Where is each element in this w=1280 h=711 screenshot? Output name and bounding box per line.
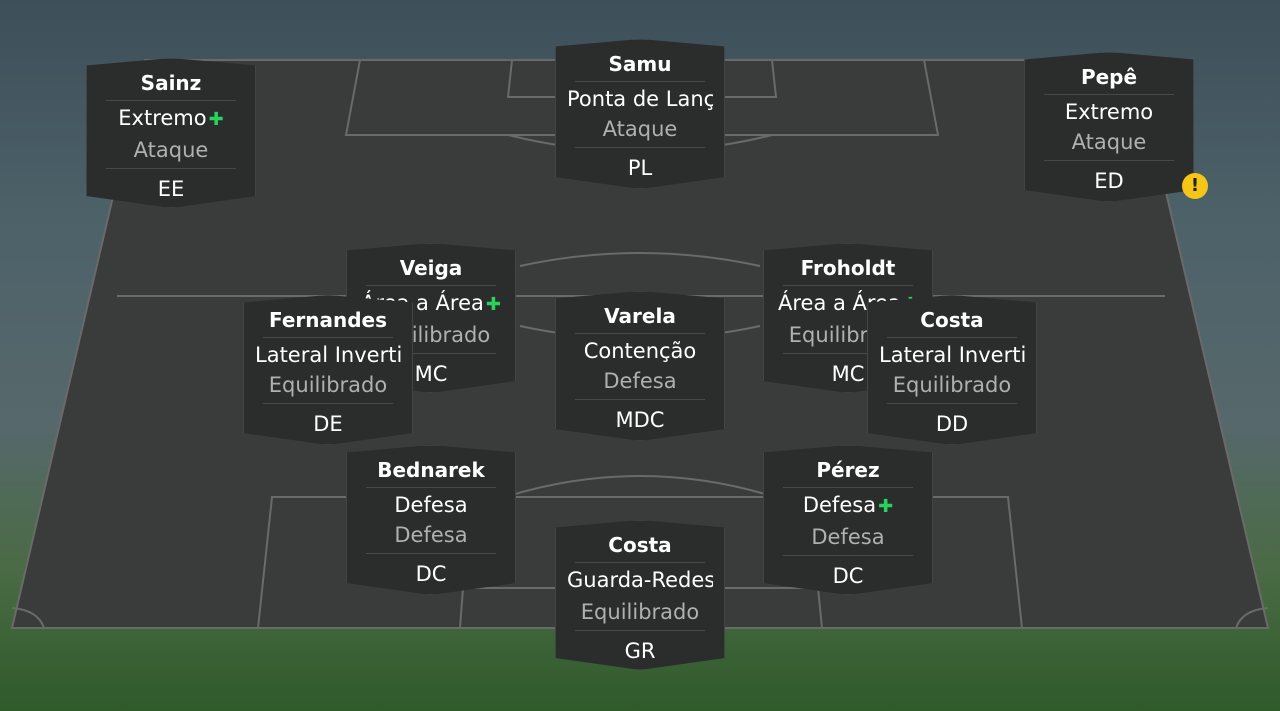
player-card-samu[interactable]: Samu Ponta de Lanç Ataque PL [555, 39, 725, 189]
player-role: Defesa✚ [775, 491, 921, 521]
player-duty: Defesa [603, 369, 677, 393]
role-text: Guarda-Redes Líbero [567, 568, 713, 592]
player-duty: Defesa [394, 523, 468, 547]
player-duty: Equilibrado [892, 373, 1012, 397]
role-text: Extremo [118, 106, 207, 130]
player-name: Samu [608, 52, 672, 76]
player-position: DE [313, 412, 343, 436]
plus-icon: ✚ [878, 496, 894, 517]
player-role: Contenção [567, 337, 713, 365]
divider [263, 403, 393, 404]
player-position: ED [1094, 169, 1124, 193]
player-duty: Equilibrado [268, 373, 388, 397]
plus-icon: ✚ [208, 109, 224, 130]
player-card-varela[interactable]: Varela Contenção Defesa MDC [555, 291, 725, 441]
player-card-veiga[interactable]: Veiga Área a Área✚ Equilibrado MC [346, 243, 516, 393]
player-name: Varela [604, 304, 676, 328]
player-role: Lateral Invertido [879, 341, 1025, 369]
divider [887, 337, 1017, 338]
player-role: Lateral Invertido [255, 341, 401, 369]
player-duty: Ataque [133, 138, 209, 162]
divider [783, 353, 913, 354]
divider [783, 285, 913, 286]
player-position: PL [627, 156, 653, 180]
player-position: MC [831, 362, 865, 386]
role-text: Defesa [802, 493, 877, 517]
player-card-sainz[interactable]: Sainz Extremo✚ Ataque EE [86, 58, 256, 208]
player-name: Pérez [816, 458, 880, 482]
player-position: GR [624, 639, 656, 663]
player-name: Sainz [140, 71, 202, 95]
divider [575, 147, 705, 148]
player-position: MDC [615, 408, 665, 432]
divider [575, 81, 705, 82]
player-card-pepe[interactable]: Pepê Extremo Ataque ED [1024, 52, 1194, 202]
player-name: Costa [920, 308, 984, 332]
player-duty: Ataque [1071, 130, 1147, 154]
player-name: Bednarek [377, 458, 485, 482]
player-position: DD [935, 412, 969, 436]
divider [783, 487, 913, 488]
player-role: Ponta de Lanç [567, 85, 713, 113]
warning-icon[interactable]: ! [1182, 173, 1208, 199]
player-position: EE [157, 177, 185, 201]
player-position: DC [832, 564, 864, 588]
divider [1044, 160, 1174, 161]
player-position: MC [414, 362, 448, 386]
player-name: Fernandes [268, 308, 388, 332]
role-text: Lateral Invertido [255, 343, 401, 367]
player-name: Veiga [399, 256, 463, 280]
player-name: Froholdt [800, 256, 896, 280]
divider [575, 333, 705, 334]
player-duty: Defesa [811, 525, 885, 549]
player-role: Extremo [1036, 98, 1182, 126]
divider [106, 168, 236, 169]
role-text: Defesa [394, 493, 468, 517]
divider [366, 353, 496, 354]
player-duty: Equilibrado [580, 600, 700, 624]
player-role: Guarda-Redes Líbero✚ [567, 566, 713, 596]
divider [366, 285, 496, 286]
divider [575, 399, 705, 400]
player-duty: Ataque [602, 117, 678, 141]
divider [887, 403, 1017, 404]
player-card-perez[interactable]: Pérez Defesa✚ Defesa DC [763, 445, 933, 595]
role-text: Ponta de Lanç [567, 87, 713, 111]
divider [366, 553, 496, 554]
divider [366, 487, 496, 488]
player-name: Costa [608, 533, 672, 557]
player-card-costa-right[interactable]: Costa Lateral Invertido Equilibrado DD [867, 295, 1037, 445]
divider [783, 555, 913, 556]
divider [575, 562, 705, 563]
role-text: Extremo [1064, 100, 1154, 124]
divider [106, 100, 236, 101]
player-name: Pepê [1080, 65, 1138, 89]
divider [575, 630, 705, 631]
plus-icon: ✚ [485, 294, 501, 315]
player-card-costa-gk[interactable]: Costa Guarda-Redes Líbero✚ Equilibrado G… [555, 520, 725, 670]
player-role: Defesa [358, 491, 504, 519]
player-card-bednarek[interactable]: Bednarek Defesa Defesa DC [346, 445, 516, 595]
divider [1044, 94, 1174, 95]
divider [263, 337, 393, 338]
player-position: DC [415, 562, 447, 586]
role-text: Contenção [583, 339, 697, 363]
role-text: Lateral Invertido [879, 343, 1025, 367]
player-role: Extremo✚ [98, 104, 244, 134]
player-card-fernandes[interactable]: Fernandes Lateral Invertido Equilibrado … [243, 295, 413, 445]
